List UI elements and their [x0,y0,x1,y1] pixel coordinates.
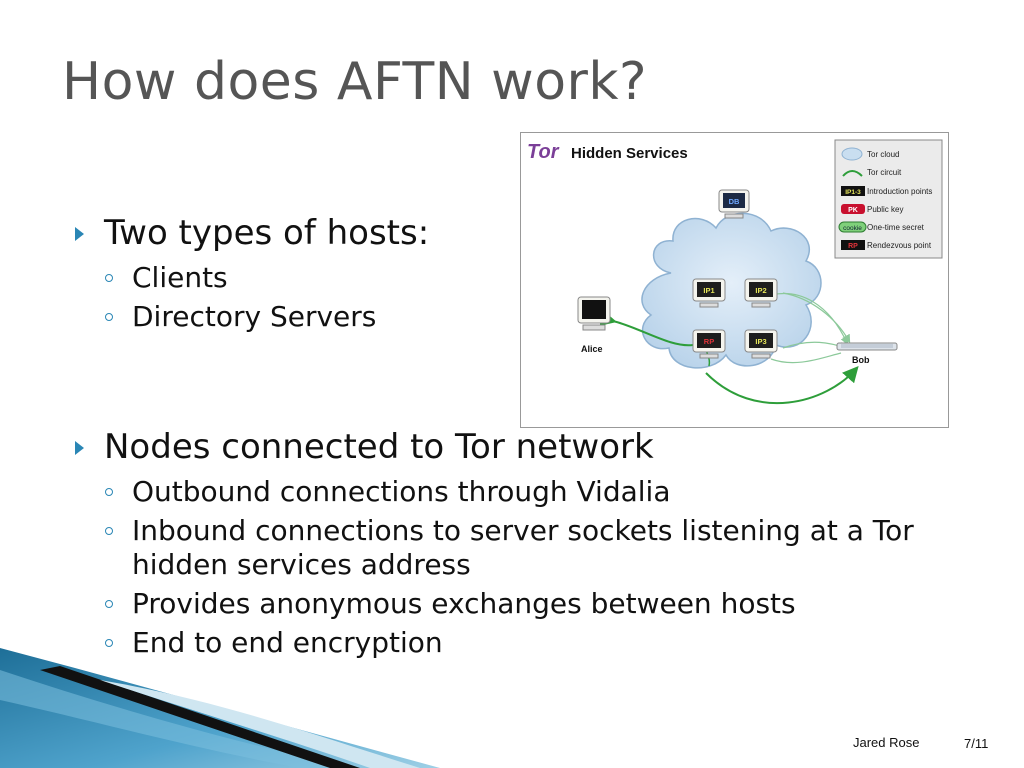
bullet-level1: Two types of hosts: [75,210,1015,256]
legend-label: Tor cloud [867,150,899,159]
badge [841,186,865,196]
legend-label: Introduction points [867,187,932,196]
footer-author: Jared Rose [853,735,920,750]
db-computer-icon: DB [718,189,750,219]
tor-circuit-legend-icon [842,170,863,177]
tor-hidden-services-diagram: Tor Hidden Services Tor cloud Tor circui… [520,132,949,428]
bullet-level2: Provides anonymous exchanges between hos… [75,587,1015,621]
node-label: Bob [852,355,870,365]
legend: Tor cloud Tor circuit IP1-3 Introduction… [834,139,943,259]
badge-text: IP1-3 [845,189,861,196]
bullet-text: Inbound connections to server sockets li… [132,514,914,581]
bullet-text: Directory Servers [132,300,377,333]
badge-text: cookie [843,225,862,232]
legend-label: Rendezvous point [867,241,932,250]
bullet-level2: Inbound connections to server sockets li… [75,514,1015,582]
rp-computer-icon: RP [692,329,726,359]
bullet-text: End to end encryption [132,626,443,659]
triangle-bullet-icon [75,227,84,241]
bullet-level2: Clients [75,261,1015,295]
badge [841,240,865,250]
legend-label: Public key [867,205,903,214]
tor-cloud-legend-icon [841,147,863,161]
tor-cloud-icon [641,212,822,369]
badge-text: PK [848,207,858,214]
ip3-computer-icon: IP3 [744,329,778,359]
node-label: RP [704,337,714,346]
badge [838,221,867,233]
bob-laptop-icon: Bob [836,342,898,365]
ip2-computer-icon: IP2 [744,278,778,308]
bullet-text: Provides anonymous exchanges between hos… [132,587,796,620]
bullet-level2: Directory Servers [75,300,1015,334]
circle-bullet-icon [105,527,113,535]
ip1-computer-icon: IP1 [692,278,726,308]
node-label: DB [729,197,740,206]
bullet-level2: Outbound connections through Vidalia [75,475,1015,509]
badge [841,204,865,214]
circle-bullet-icon [105,600,113,608]
circle-bullet-icon [105,274,113,282]
circle-bullet-icon [105,313,113,321]
bullet-text: Outbound connections through Vidalia [132,475,671,508]
bullet-level2: End to end encryption [75,626,1015,660]
legend-label: Tor circuit [867,168,902,177]
node-label: IP2 [755,286,766,295]
circle-bullet-icon [105,639,113,647]
node-label: IP3 [755,337,766,346]
circle-bullet-icon [105,488,113,496]
decorative-swoosh [0,648,440,768]
page-number: 7/11 [964,736,989,751]
node-label: IP1 [703,286,714,295]
node-label: Alice [581,344,603,354]
alice-computer-icon: Alice [577,296,611,354]
badge-text: RP [848,243,858,250]
triangle-bullet-icon [75,441,84,455]
bullet-text: Clients [132,261,228,294]
legend-label: One-time secret [867,223,925,232]
diagram-title: Hidden Services [571,145,688,162]
slide-title: How does AFTN work? [62,52,648,112]
bullet-text: Nodes connected to Tor network [104,427,654,467]
tor-logo: Tor [527,141,560,163]
bullet-level1: Nodes connected to Tor network [75,424,1015,470]
bullet-list: Two types of hosts: Clients Directory Se… [75,210,1015,660]
bullet-text: Two types of hosts: [104,213,430,253]
